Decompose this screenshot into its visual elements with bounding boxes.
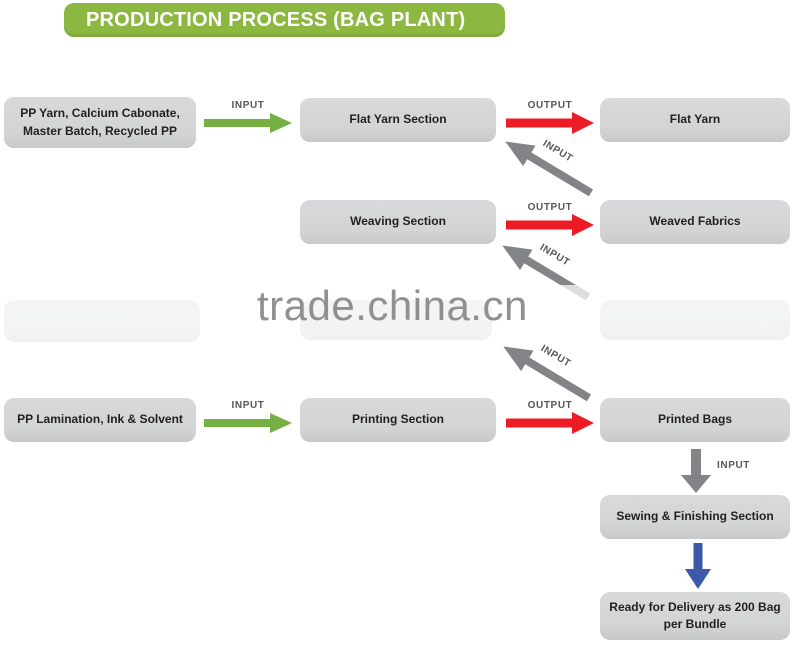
watermark-band <box>0 285 800 347</box>
node-weaved-fabrics: Weaved Fabrics <box>600 200 790 244</box>
blue-arrow-down-icon <box>685 543 711 589</box>
output-arrow-red-row3: OUTPUT <box>506 400 594 434</box>
node-label: Ready for Delivery as 200 Bag per Bundle <box>609 599 781 631</box>
page-title-text: PRODUCTION PROCESS (BAG PLANT) <box>86 8 466 31</box>
input-arrow-gray-diagonal-1: INPUT <box>499 121 604 204</box>
gray-arrow-downleft-icon <box>505 141 594 197</box>
input-arrow-green-row1: INPUT <box>204 100 292 134</box>
input-arrow-green-row3: INPUT <box>204 400 292 434</box>
node-sewing-finishing-section: Sewing & Finishing Section <box>600 495 790 539</box>
node-printed-bags: Printed Bags <box>600 398 790 442</box>
output-label: OUTPUT <box>527 202 573 213</box>
node-pp-yarn-materials: PP Yarn, Calcium Cabonate, Master Batch,… <box>4 97 196 148</box>
flow-arrow-blue-vertical <box>685 543 711 594</box>
output-arrow-red-row1: OUTPUT <box>506 100 594 134</box>
node-label: Printing Section <box>351 412 444 427</box>
node-label: Sewing & Finishing Section <box>616 509 774 524</box>
node-label: Flat Yarn Section <box>349 112 447 127</box>
input-label: INPUT <box>231 100 265 111</box>
input-arrow-gray-vertical <box>681 449 711 498</box>
input-arrow-gray-diagonal-3: INPUT <box>497 326 602 409</box>
red-arrow-right-icon <box>506 214 594 236</box>
node-flat-yarn-section: Flat Yarn Section <box>300 98 496 142</box>
gray-arrow-downleft-icon <box>503 346 592 402</box>
node-label: Weaved Fabrics <box>649 214 741 229</box>
red-arrow-right-icon <box>506 112 594 134</box>
node-label: Weaving Section <box>350 214 446 229</box>
node-label: Printed Bags <box>657 412 732 427</box>
green-arrow-right-icon <box>204 413 292 433</box>
node-flat-yarn: Flat Yarn <box>600 98 790 142</box>
node-label: PP Yarn, Calcium Cabonate, Master Batch,… <box>20 106 180 138</box>
watermark: trade.china.cn <box>257 282 528 329</box>
node-pp-lamination: PP Lamination, Ink & Solvent <box>4 398 196 442</box>
gray-arrow-down-icon <box>681 449 711 493</box>
node-weaving-section: Weaving Section <box>300 200 496 244</box>
node-printing-section: Printing Section <box>300 398 496 442</box>
input-label: INPUT <box>231 400 265 411</box>
green-arrow-right-icon <box>204 113 292 133</box>
output-arrow-red-row2: OUTPUT <box>506 202 594 236</box>
node-label: Flat Yarn <box>669 112 721 127</box>
red-arrow-right-icon <box>506 412 594 434</box>
input-label: INPUT <box>717 460 750 471</box>
node-label: PP Lamination, Ink & Solvent <box>17 412 183 427</box>
page-title: PRODUCTION PROCESS (BAG PLANT) <box>64 3 505 37</box>
output-label: OUTPUT <box>527 100 573 111</box>
node-ready-for-delivery: Ready for Delivery as 200 Bag per Bundle <box>600 592 790 640</box>
output-label: OUTPUT <box>527 400 573 411</box>
